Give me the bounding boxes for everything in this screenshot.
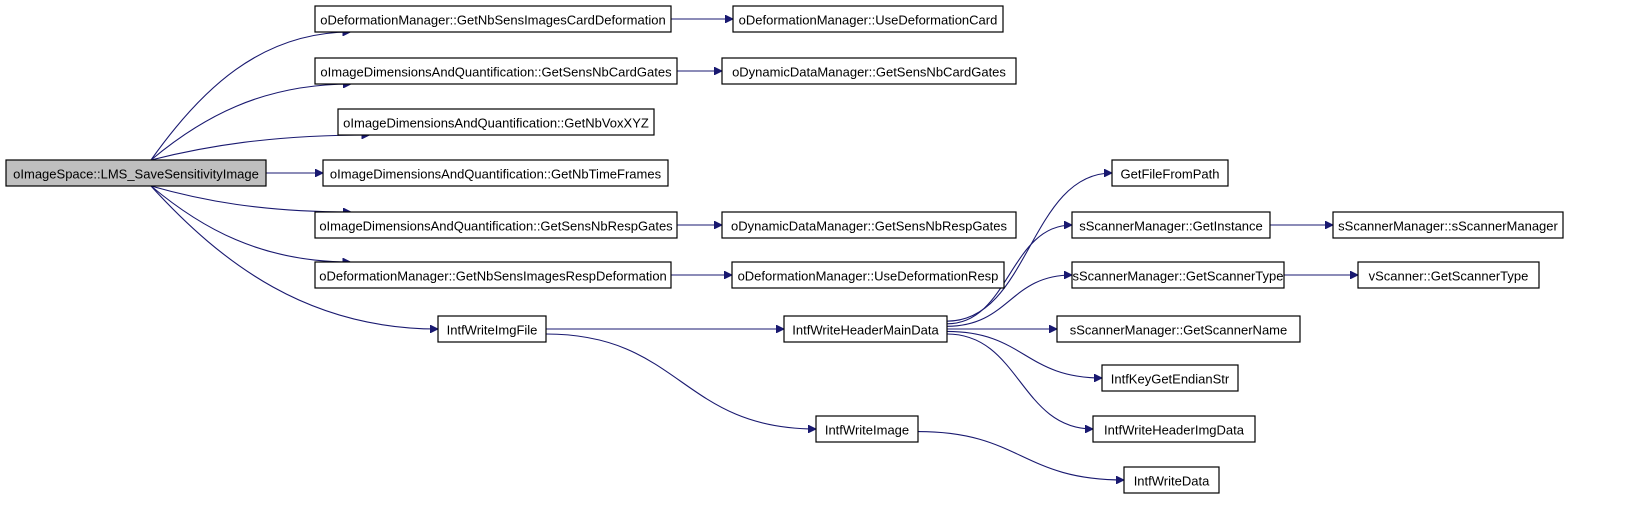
node-sscannermanager-getinstance[interactable]: sScannerManager::GetInstance: [1071, 211, 1271, 239]
node-box[interactable]: [322, 159, 669, 187]
node-oimagedimensionsandquantification-getsensnbcardgates[interactable]: oImageDimensionsAndQuantification::GetSe…: [314, 57, 678, 85]
edge-root-to-idq_resp: [150, 185, 351, 212]
edge-root-to-def_resp: [150, 185, 351, 262]
node-box[interactable]: [1101, 364, 1239, 392]
node-label: sScannerManager::GetScannerName: [1070, 323, 1288, 338]
node-intfwriteimgfile[interactable]: IntfWriteImgFile: [437, 315, 547, 343]
node-vscanner-getscannertype[interactable]: vScanner::GetScannerType: [1357, 261, 1540, 289]
node-sscannermanager-getscannertype[interactable]: sScannerManager::GetScannerType: [1071, 261, 1285, 289]
node-label: oDeformationManager::GetNbSensImagesCard…: [320, 13, 665, 28]
node-box[interactable]: [5, 159, 267, 187]
edge-write_hdr_main-to-ssm_type: [946, 275, 1072, 327]
node-box[interactable]: [1332, 211, 1564, 239]
node-label: oImageSpace::LMS_SaveSensitivityImage: [13, 167, 259, 182]
node-intfwritedata[interactable]: IntfWriteData: [1123, 466, 1220, 494]
node-oimagedimensionsandquantification-getnbvoxxyz[interactable]: oImageDimensionsAndQuantification::GetNb…: [337, 108, 655, 136]
edge-root-to-idq_vox: [150, 135, 370, 161]
node-label: vScanner::GetScannerType: [1369, 269, 1529, 284]
node-box[interactable]: [314, 57, 678, 85]
node-label: oImageDimensionsAndQuantification::GetNb…: [343, 116, 649, 131]
node-label: oDeformationManager::GetNbSensImagesResp…: [319, 269, 667, 284]
node-odynamicdatamanager-getsensnbrespgates[interactable]: oDynamicDataManager::GetSensNbRespGates: [721, 211, 1017, 239]
edge-write_img_file-to-write_image: [545, 333, 816, 429]
node-oimagespace-lms-savesensitivityimage[interactable]: oImageSpace::LMS_SaveSensitivityImage: [5, 159, 267, 187]
node-sscannermanager-sscannermanager[interactable]: sScannerManager::sScannerManager: [1332, 211, 1564, 239]
node-box[interactable]: [1056, 315, 1301, 343]
node-label: sScannerManager::sScannerManager: [1338, 219, 1558, 234]
node-odeformationmanager-usedeformationresp[interactable]: oDeformationManager::UseDeformationResp: [731, 261, 1005, 289]
node-label: IntfWriteImage: [825, 423, 909, 438]
node-box[interactable]: [1071, 261, 1285, 289]
node-box[interactable]: [314, 211, 678, 239]
node-box[interactable]: [1123, 466, 1220, 494]
node-label: oImageDimensionsAndQuantification::GetSe…: [319, 219, 673, 234]
node-label: IntfWriteHeaderMainData: [792, 323, 939, 338]
edge-root-to-write_img_file: [150, 185, 438, 329]
node-label: oImageDimensionsAndQuantification::GetNb…: [330, 167, 662, 182]
node-box[interactable]: [337, 108, 655, 136]
node-label: oDynamicDataManager::GetSensNbRespGates: [731, 219, 1008, 234]
node-oimagedimensionsandquantification-getsensnbrespgates[interactable]: oImageDimensionsAndQuantification::GetSe…: [314, 211, 678, 239]
node-box[interactable]: [732, 5, 1004, 33]
node-label: oDynamicDataManager::GetSensNbCardGates: [732, 65, 1006, 80]
node-box[interactable]: [731, 261, 1005, 289]
node-label: IntfKeyGetEndianStr: [1111, 372, 1230, 387]
node-label: sScannerManager::GetInstance: [1079, 219, 1263, 234]
node-label: oImageDimensionsAndQuantification::GetSe…: [320, 65, 672, 80]
edge-root-to-def_card: [150, 32, 351, 161]
node-intfwriteheadermaindata[interactable]: IntfWriteHeaderMainData: [783, 315, 948, 343]
node-box[interactable]: [1092, 415, 1256, 443]
node-label: IntfWriteImgFile: [447, 323, 538, 338]
node-label: sScannerManager::GetScannerType: [1072, 269, 1283, 284]
node-box[interactable]: [721, 57, 1017, 85]
node-box[interactable]: [314, 261, 672, 289]
node-box[interactable]: [1357, 261, 1540, 289]
node-intfwriteheaderimgdata[interactable]: IntfWriteHeaderImgData: [1092, 415, 1256, 443]
edge-write_hdr_main-to-hdr_img: [946, 333, 1093, 429]
edges-layer: [150, 19, 1358, 480]
node-box[interactable]: [1071, 211, 1271, 239]
node-box[interactable]: [783, 315, 948, 343]
nodes-layer: oImageSpace::LMS_SaveSensitivityImageoDe…: [5, 5, 1564, 494]
edge-write_image-to-write_data: [917, 431, 1124, 480]
edge-root-to-idq_card: [150, 84, 351, 161]
node-label: IntfWriteData: [1134, 474, 1210, 489]
edge-write_hdr_main-to-endian: [946, 330, 1102, 378]
node-box[interactable]: [437, 315, 547, 343]
edge-write_hdr_main-to-ssm_inst: [946, 225, 1072, 325]
node-box[interactable]: [314, 5, 672, 33]
node-odeformationmanager-getnbsensimagescarddeformation[interactable]: oDeformationManager::GetNbSensImagesCard…: [314, 5, 672, 33]
node-odeformationmanager-usedeformationcard[interactable]: oDeformationManager::UseDeformationCard: [732, 5, 1004, 33]
node-label: oDeformationManager::UseDeformationResp: [738, 269, 999, 284]
node-intfwriteimage[interactable]: IntfWriteImage: [815, 415, 919, 443]
node-sscannermanager-getscannername[interactable]: sScannerManager::GetScannerName: [1056, 315, 1301, 343]
node-box[interactable]: [1111, 159, 1229, 187]
node-box[interactable]: [721, 211, 1017, 239]
node-odeformationmanager-getnbsensimagesrespdeformation[interactable]: oDeformationManager::GetNbSensImagesResp…: [314, 261, 672, 289]
node-getfilefrompath[interactable]: GetFileFromPath: [1111, 159, 1229, 187]
node-label: oDeformationManager::UseDeformationCard: [739, 13, 998, 28]
node-oimagedimensionsandquantification-getnbtimeframes[interactable]: oImageDimensionsAndQuantification::GetNb…: [322, 159, 669, 187]
node-odynamicdatamanager-getsensnbcardgates[interactable]: oDynamicDataManager::GetSensNbCardGates: [721, 57, 1017, 85]
node-label: IntfWriteHeaderImgData: [1104, 423, 1245, 438]
node-intfkeygetendianstr[interactable]: IntfKeyGetEndianStr: [1101, 364, 1239, 392]
edge-write_hdr_main-to-get_file: [946, 173, 1112, 322]
node-box[interactable]: [815, 415, 919, 443]
node-label: GetFileFromPath: [1121, 167, 1220, 182]
